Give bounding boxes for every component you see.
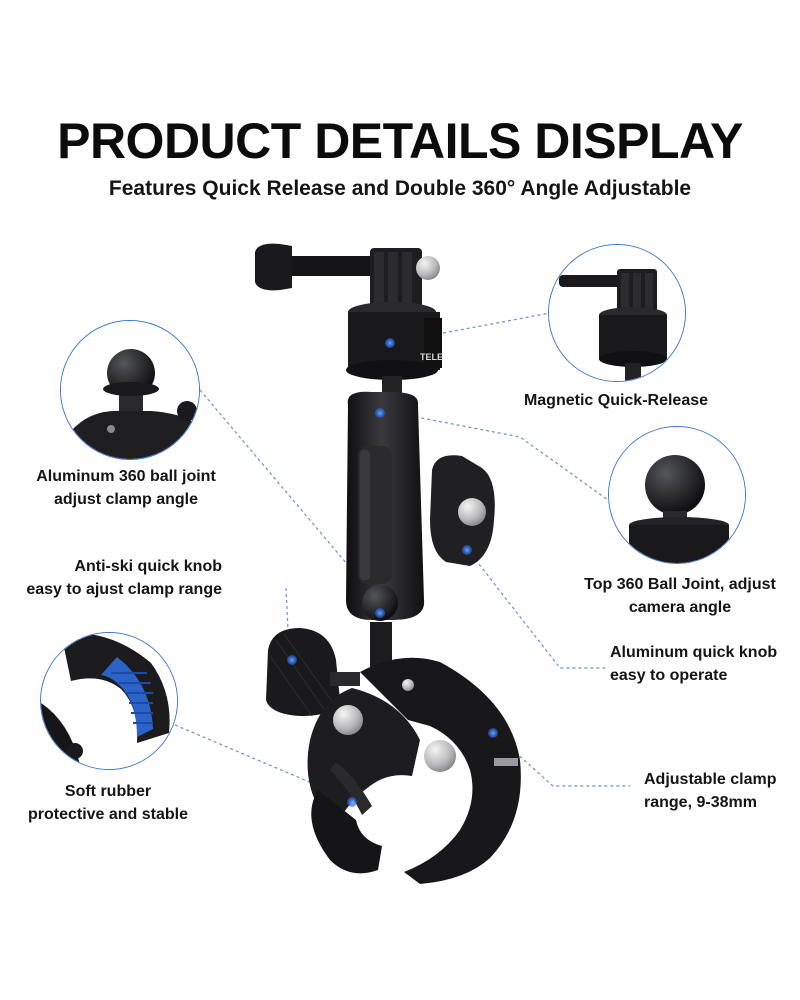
top-ball-icon [609,427,745,563]
rubber-pad-icon [41,633,177,769]
quick-release-base: TELE [346,302,443,402]
callout-aluminum-ball-joint: Aluminum 360 ball joint adjust clamp ang… [36,468,216,508]
anti-ski-knob [266,628,360,717]
gopro-adapter [255,243,440,308]
double-socket-arm [346,391,425,678]
crab-clamp [307,657,521,884]
callout-magnetic-quick-release: Magnetic Quick-Release [523,392,709,409]
detail-top-ball-circle [608,426,746,564]
page-title: PRODUCT DETAILS DISPLAY [57,113,743,169]
ball-joint-icon [61,321,199,459]
quick-release-icon [549,245,685,381]
callout-adjustable-clamp-range: Adjustable clamp range, 9-38mm [644,771,777,811]
detail-ball-joint-circle [60,320,200,460]
callout-soft-rubber: Soft rubber protective and stable [27,783,189,823]
detail-rubber-circle [40,632,178,770]
page-subtitle: Features Quick Release and Double 360° A… [108,177,692,200]
callout-top-ball-joint: Top 360 Ball Joint, adjust camera angle [584,576,776,616]
callout-anti-ski-knob: Anti-ski quick knob easy to ajust clamp … [26,558,222,598]
brand-mark: TELE [420,352,443,362]
callout-aluminum-quick-knob: Aluminum quick knob easy to operate [610,644,778,684]
aluminum-knob [430,455,495,566]
detail-quick-release-circle [548,244,686,382]
